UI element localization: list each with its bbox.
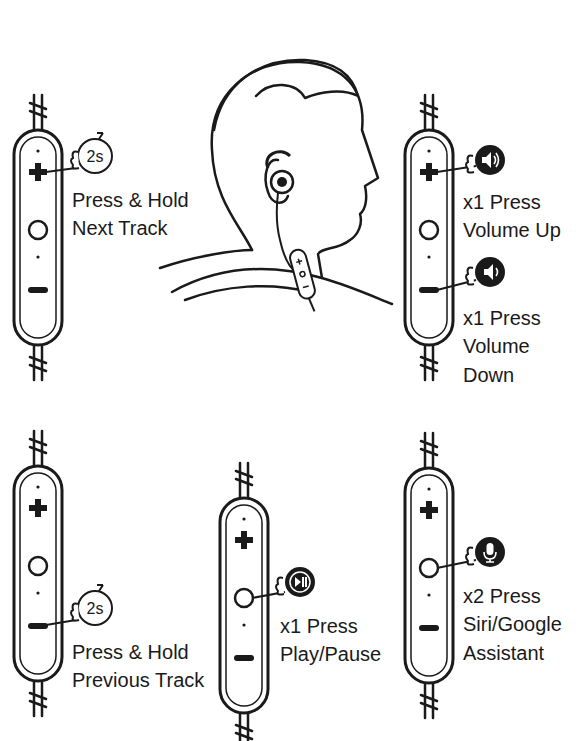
hold-timer-bubble [71, 585, 112, 625]
control-instruction: x1 Press Volume Down [463, 304, 563, 389]
hold-timer-bubble [71, 133, 112, 173]
hold-duration: 2s [80, 146, 110, 169]
remote-control [14, 95, 62, 380]
leader-lines [46, 166, 476, 625]
control-instruction: x1 Press Volume Up [463, 188, 578, 245]
head-profile [160, 60, 392, 304]
control-instruction: x2 Press Siri/Google Assistant [463, 582, 577, 667]
remote-control [220, 463, 268, 741]
volume-up-icon [466, 145, 505, 175]
control-instruction: Press & Hold Next Track [72, 186, 217, 243]
remote-control [14, 431, 62, 716]
control-instruction: x1 Press Play/Pause [280, 612, 398, 669]
earbud [267, 152, 320, 314]
assistant-mic-icon [466, 537, 505, 567]
control-instruction: Press & Hold Previous Track [72, 638, 222, 695]
play-pause-icon [276, 567, 315, 597]
hold-duration: 2s [80, 598, 110, 621]
volume-down-icon [466, 257, 505, 287]
remote-control [405, 95, 453, 380]
remote-control [405, 433, 453, 718]
